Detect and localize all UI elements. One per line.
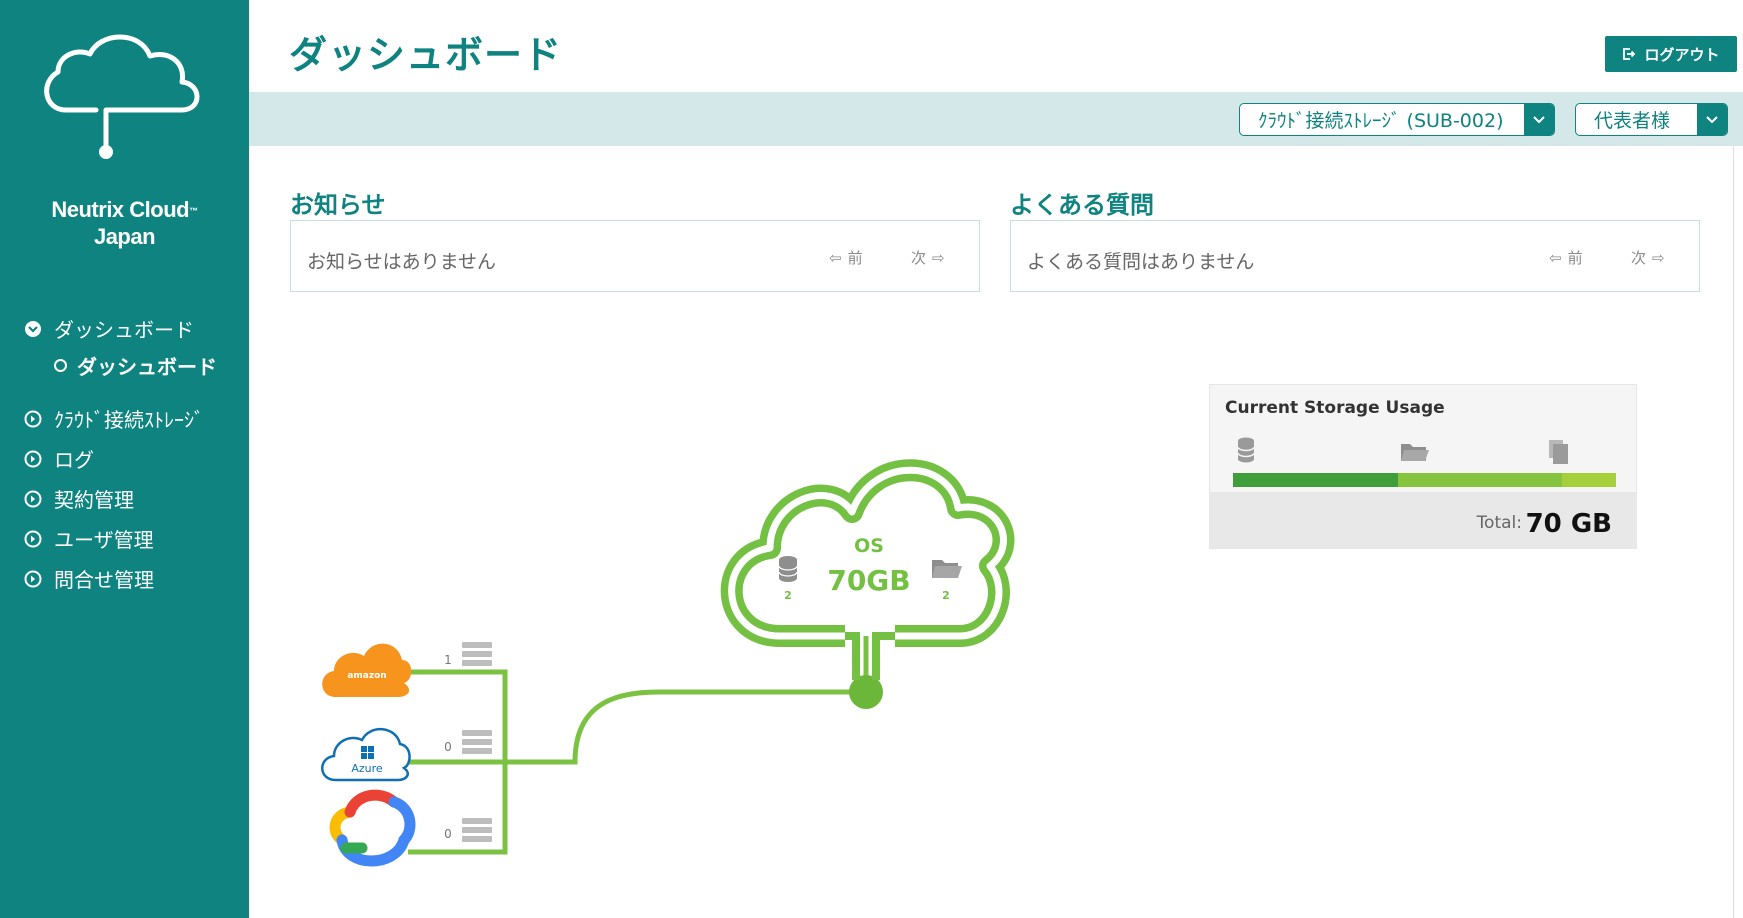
nav-users-label: ユーザ管理 xyxy=(54,528,154,552)
os-cloud xyxy=(720,459,1015,680)
database-icon xyxy=(778,556,798,582)
chevron-circle-right-icon xyxy=(24,410,42,427)
azure-cloud-icon: Azure xyxy=(321,728,411,782)
nav-dashboard-label: ダッシュボード xyxy=(54,318,194,342)
database-icon xyxy=(1237,437,1255,463)
circle-icon xyxy=(54,359,67,372)
nav-log[interactable]: ログ xyxy=(24,444,94,473)
google-cloud-icon xyxy=(329,789,416,867)
server-stack-icon xyxy=(462,642,492,842)
azure-server-count: 0 xyxy=(444,740,452,754)
chevron-circle-down-icon xyxy=(25,320,41,337)
storage-usage-card: Current Storage Usage Total: 70 GB xyxy=(1209,384,1637,549)
faq-prev-button[interactable]: ⇦前 xyxy=(1549,248,1583,268)
storage-select[interactable]: ｸﾗｳﾄﾞ接続ｽﾄﾚｰｼﾞ (SUB-002) xyxy=(1239,103,1555,136)
storage-bar-segment-2 xyxy=(1562,473,1616,487)
chevron-circle-right-icon xyxy=(24,530,42,547)
chevron-circle-right-icon xyxy=(24,490,42,507)
nav-cloud-storage-label: ｸﾗｳﾄﾞ接続ｽﾄﾚｰｼﾞ xyxy=(54,408,204,432)
arrow-right-icon: ⇨ xyxy=(932,248,945,267)
nav-inquiry-label: 問合せ管理 xyxy=(54,568,154,592)
storage-select-value: ｸﾗｳﾄﾞ接続ｽﾄﾚｰｼﾞ (SUB-002) xyxy=(1258,110,1504,132)
db-count: 2 xyxy=(784,589,792,602)
logout-label: ログアウト xyxy=(1644,45,1720,64)
user-select-value: 代表者様 xyxy=(1594,110,1671,132)
storage-bar-segment-1 xyxy=(1397,473,1563,487)
faq-panel: よくある質問はありません ⇦前 次⇨ xyxy=(1010,220,1700,292)
arrow-left-icon: ⇦ xyxy=(829,248,842,267)
nav-cloud-storage[interactable]: ｸﾗｳﾄﾞ接続ｽﾄﾚｰｼﾞ xyxy=(24,404,204,433)
storage-usage-title: Current Storage Usage xyxy=(1225,398,1445,418)
os-size-label: 70GB xyxy=(827,564,910,597)
nav-dashboard[interactable]: ダッシュボード xyxy=(24,314,194,343)
faq-title: よくある質問 xyxy=(1010,191,1154,219)
storage-bar-segment-0 xyxy=(1233,473,1398,487)
chevron-circle-right-icon xyxy=(24,570,42,587)
storage-usage-bar xyxy=(1233,473,1616,487)
brand-name: Neutrix Cloud™ Japan xyxy=(51,197,198,249)
news-prev-button[interactable]: ⇦前 xyxy=(829,248,863,268)
nav-log-label: ログ xyxy=(54,448,94,472)
user-select[interactable]: 代表者様 xyxy=(1575,103,1728,136)
aws-cloud-icon: amazon xyxy=(322,643,412,697)
news-empty-message: お知らせはありません xyxy=(307,251,497,273)
aws-server-count: 1 xyxy=(444,653,452,667)
file-icon xyxy=(1549,440,1568,464)
nav-inquiry[interactable]: 問合せ管理 xyxy=(24,564,154,593)
chevron-down-icon xyxy=(1697,104,1727,135)
arrow-right-icon: ⇨ xyxy=(1652,248,1665,267)
aws-logo-text: amazon xyxy=(347,671,386,681)
chevron-down-icon xyxy=(1524,104,1554,135)
storage-total-footer xyxy=(1210,492,1636,548)
cloud-logo-icon xyxy=(44,34,200,159)
azure-logo-text: Azure xyxy=(351,762,383,775)
storage-total-label: Total: xyxy=(1476,513,1522,533)
nav-sub-dashboard-label: ダッシュボード xyxy=(77,355,217,379)
os-label: OS xyxy=(854,535,884,557)
folder-icon xyxy=(1401,444,1429,461)
sidebar: Neutrix Cloud™ Japan ダッシュボード ダッシュボード ｸﾗｳ… xyxy=(0,0,249,918)
logout-button[interactable]: ログアウト xyxy=(1605,36,1737,72)
chevron-circle-right-icon xyxy=(24,450,42,467)
storage-total-value: 70 GB xyxy=(1525,509,1612,539)
arrow-left-icon: ⇦ xyxy=(1549,248,1562,267)
nav-sub-dashboard[interactable]: ダッシュボード xyxy=(54,351,217,380)
news-panel: お知らせはありません ⇦前 次⇨ xyxy=(290,220,980,292)
connection-node xyxy=(849,675,883,709)
faq-next-button[interactable]: 次⇨ xyxy=(1631,248,1665,268)
folder-count: 2 xyxy=(942,589,950,602)
nav-contract-label: 契約管理 xyxy=(54,488,134,512)
news-title: お知らせ xyxy=(290,191,386,219)
logout-icon xyxy=(1623,48,1636,60)
page-title: ダッシュボード xyxy=(289,33,563,77)
nav-users[interactable]: ユーザ管理 xyxy=(24,524,154,553)
gcp-server-count: 0 xyxy=(444,827,452,841)
folder-icon xyxy=(932,560,962,578)
connection-lines xyxy=(405,636,869,855)
news-next-button[interactable]: 次⇨ xyxy=(911,248,945,268)
content-scroll-edge xyxy=(1733,146,1734,918)
faq-empty-message: よくある質問はありません xyxy=(1027,251,1255,273)
nav-contract[interactable]: 契約管理 xyxy=(24,484,134,513)
